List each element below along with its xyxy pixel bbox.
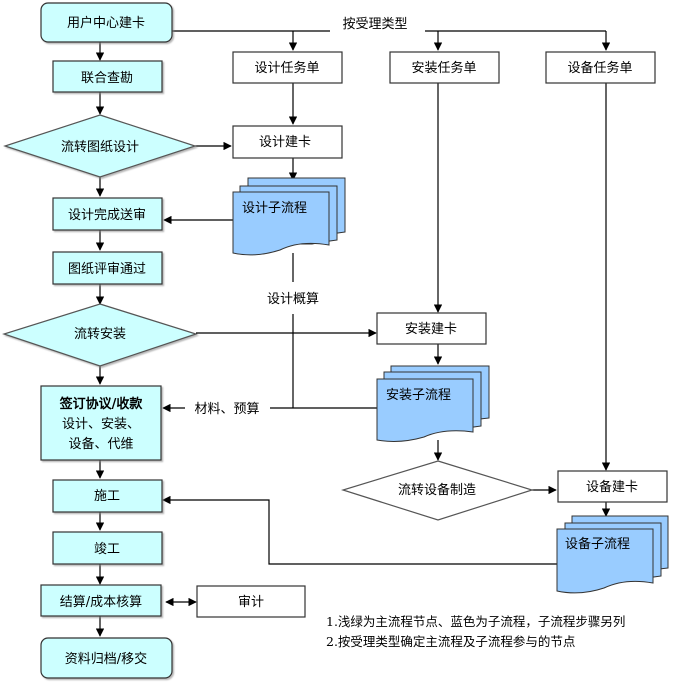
sign-agreement-line3: 设备、代维 [68, 436, 133, 452]
joint-survey-node[interactable] [52, 60, 163, 93]
drawing-design-decision-label: 流转图纸设计 [61, 140, 139, 155]
equipment-task-order-label: 设备任务单 [567, 60, 632, 76]
equipment-decision[interactable] [340, 460, 535, 521]
audit-node[interactable] [196, 585, 306, 618]
completion-node[interactable] [52, 531, 163, 565]
sign-agreement-line2: 设计、安装、 [62, 417, 140, 432]
equipment-subprocess-label: 设备子流程 [565, 536, 630, 552]
install-task-order-node[interactable] [389, 51, 500, 84]
install-subprocess-stack[interactable] [376, 365, 490, 442]
install-decision-label: 流转安装 [74, 327, 126, 342]
note-1: 1.浅绿为主流程节点、蓝色为子流程，子流程步骤另列 [326, 614, 625, 629]
equipment-subprocess-stack[interactable] [556, 515, 669, 594]
settlement-label: 结算/成本核算 [60, 595, 142, 610]
design-estimate-label: 设计概算 [267, 292, 319, 307]
legend-notes: 1.浅绿为主流程节点、蓝色为子流程，子流程步骤另列 2.按受理类型确定主流程及子… [326, 614, 625, 649]
sign-agreement-title: 签订协议/收款 [59, 396, 144, 412]
equipment-decision-label: 流转设备制造 [398, 482, 476, 498]
sign-agreement-node[interactable] [40, 385, 162, 461]
branch-label: 按受理类型 [342, 17, 407, 32]
user-center-card-node[interactable] [40, 2, 173, 43]
design-task-order-node[interactable] [232, 51, 343, 84]
joint-survey-label: 联合查勘 [81, 71, 133, 86]
archive-node[interactable] [40, 637, 173, 679]
install-task-order-label: 安装任务单 [411, 60, 476, 76]
design-subprocess-stack[interactable] [232, 177, 346, 256]
design-task-order-label: 设计任务单 [254, 60, 319, 76]
equipment-task-order-node[interactable] [545, 51, 656, 84]
materials-budget-label: 材料、预算 [194, 402, 259, 417]
construction-label: 施工 [94, 489, 120, 504]
connectors [95, 30, 611, 637]
completion-label: 竣工 [94, 542, 120, 557]
settlement-node[interactable] [40, 584, 162, 617]
design-submit-node[interactable] [52, 197, 163, 231]
design-card-node[interactable] [232, 125, 343, 159]
install-subprocess-label: 安装子流程 [386, 388, 451, 403]
equipment-card-node[interactable] [557, 470, 668, 503]
audit-label: 审计 [238, 595, 264, 610]
install-card-node[interactable] [376, 312, 487, 345]
drawing-design-decision[interactable] [3, 114, 197, 178]
design-subprocess-label: 设计子流程 [242, 201, 307, 216]
note-2: 2.按受理类型确定主流程及子流程参与的节点 [326, 634, 575, 649]
archive-label: 资料归档/移交 [65, 651, 147, 667]
drawing-approved-node[interactable] [52, 251, 163, 285]
user-center-card-label: 用户中心建卡 [67, 15, 145, 31]
arrow-equipment-sub-to-construction [162, 495, 557, 565]
install-card-label: 安装建卡 [405, 322, 457, 337]
equipment-card-label: 设备建卡 [586, 479, 638, 495]
install-decision[interactable] [2, 303, 198, 367]
construction-node[interactable] [52, 479, 163, 513]
design-card-label: 设计建卡 [259, 135, 311, 150]
design-submit-label: 设计完成送审 [68, 208, 146, 223]
drawing-approved-label: 图纸评审通过 [68, 262, 146, 277]
